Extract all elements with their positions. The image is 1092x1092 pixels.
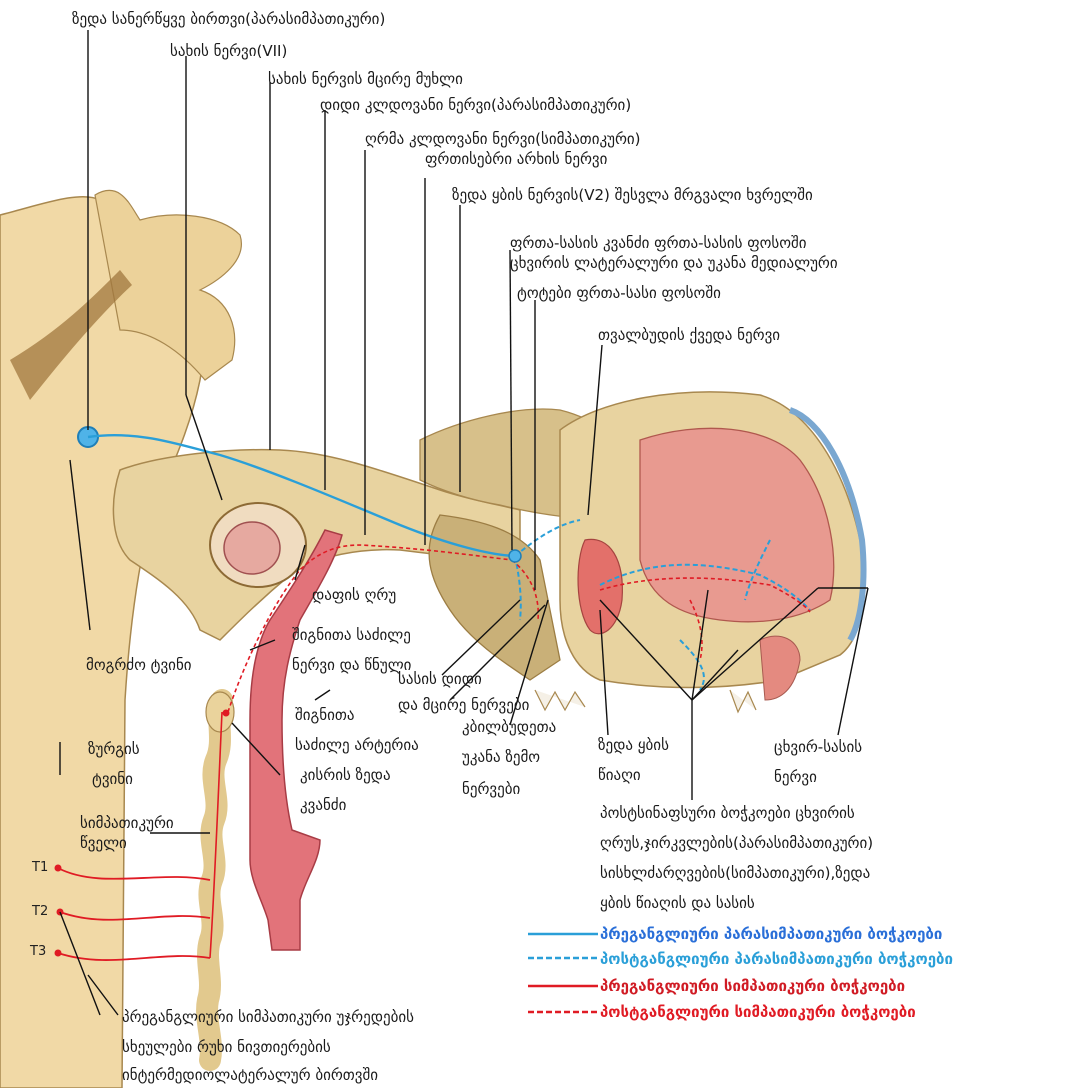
label-internal-carotid-artery-2: საძილე არტერია <box>295 736 419 754</box>
label-medulla: მოგრძო ტვინი <box>86 656 192 674</box>
segment-t2: T2 <box>32 904 48 919</box>
label-internal-carotid-artery-1: შიგნითა <box>295 706 354 724</box>
label-posterior-alveolar-3: ნერვები <box>462 780 520 798</box>
label-upper-jaw-teeth-1: ზედა ყბის <box>598 736 669 754</box>
label-spinal-cord-2: ტვინი <box>92 770 133 788</box>
label-pterygoid-canal-nerve: ფრთისებრი არხის ნერვი <box>425 150 607 168</box>
label-posterior-alveolar-2: უკანა ზემო <box>462 748 540 766</box>
label-nasopalatine-1: ცხვირ-სასის <box>774 738 862 756</box>
label-postsynaptic-3: სისხლძარღვების(სიმპათიკური),ზედა <box>600 864 870 882</box>
label-sympathetic-trunk-1: სიმპათიკური <box>80 814 174 832</box>
label-lateral-posterior-nasal-1: ცხვირის ლატერალური და უკანა მედიალური <box>510 254 838 272</box>
segment-t3: T3 <box>30 944 46 959</box>
legend-postganglionic-parasympathetic: პოსტგანგლიური პარასიმპათიკური ბოჭკოები <box>600 950 953 968</box>
label-posterior-alveolar-1: კბილბუდეთა <box>462 718 556 736</box>
label-postsynaptic-2: ღრუს,ჯირკვლების(პარასიმპათიკური) <box>600 834 873 852</box>
label-pterygopalatine-ganglion: ფრთა-სასის კვანძი ფრთა-სასის ფოსოში <box>510 234 807 252</box>
label-superior-salivatory-nucleus: ზედა სანერწყვე ბირთვი(პარასიმპათიკური) <box>72 10 385 28</box>
label-deep-petrosal-nerve: ღრმა კლდოვანი ნერვი(სიმპათიკური) <box>365 130 641 148</box>
label-palatine-nerves-2: და მცირე ნერვები <box>398 696 529 714</box>
nasal-cavity <box>535 392 864 712</box>
label-nasopalatine-2: ნერვი <box>774 768 817 786</box>
label-upper-jaw-teeth-2: წიაღი <box>598 766 641 784</box>
label-preganglionic-cells-3: ინტერმედიოლატერალურ ბირთვში <box>122 1066 378 1084</box>
legend-lines <box>528 934 598 1012</box>
label-tympanic-cavity: დაფის ღრუ <box>312 586 396 604</box>
label-sympathetic-trunk-2: წველი <box>80 834 127 852</box>
label-internal-carotid-nerve-1: შიგნითა საძილე <box>292 626 411 644</box>
legend-preganglionic-parasympathetic: პრეგანგლიური პარასიმპათიკური ბოჭკოები <box>600 925 942 943</box>
label-infraorbital-nerve: თვალბუდის ქვედა ნერვი <box>598 326 780 344</box>
legend-preganglionic-sympathetic: პრეგანგლიური სიმპათიკური ბოჭკოები <box>600 977 905 995</box>
label-facial-nerve-small-branch: სახის ნერვის მცირე მუხლი <box>268 70 463 88</box>
label-postsynaptic-1: პოსტსინაფსური ბოჭკოები ცხვირის <box>600 804 855 822</box>
legend-postganglionic-sympathetic: პოსტგანგლიური სიმპათიკური ბოჭკოები <box>600 1003 916 1021</box>
label-internal-carotid-nerve-2: ნერვი და წნული <box>292 656 411 674</box>
segment-t1: T1 <box>32 860 48 875</box>
label-facial-nerve: სახის ნერვი(VII) <box>170 42 287 60</box>
label-superior-cervical-ganglion-2: კვანძი <box>300 796 346 814</box>
label-superior-cervical-ganglion-1: კისრის ზედა <box>300 766 391 784</box>
superior-cervical-ganglion-shape <box>206 692 234 732</box>
tympanic-cavity-shape <box>224 522 280 574</box>
label-maxillary-nerve: ზედა ყბის ნერვის(V2) შესვლა მრგვალი ხვრე… <box>452 186 813 204</box>
label-lateral-posterior-nasal-2: ტოტები ფრთა-სასი ფოსოში <box>517 284 721 302</box>
label-preganglionic-cells-2: სხეულები რუხი ნივთიერების <box>122 1038 331 1056</box>
label-greater-petrosal-nerve: დიდი კლდოვანი ნერვი(პარასიმპათიკური) <box>320 96 631 114</box>
label-postsynaptic-4: ყბის წიაღის და სასის <box>600 894 755 912</box>
label-preganglionic-cells-1: პრეგანგლიური სიმპათიკური უჯრედების <box>122 1008 414 1026</box>
label-palatine-nerves-1: სასის დიდი <box>398 670 482 688</box>
label-spinal-cord-1: ზურგის <box>88 740 140 758</box>
